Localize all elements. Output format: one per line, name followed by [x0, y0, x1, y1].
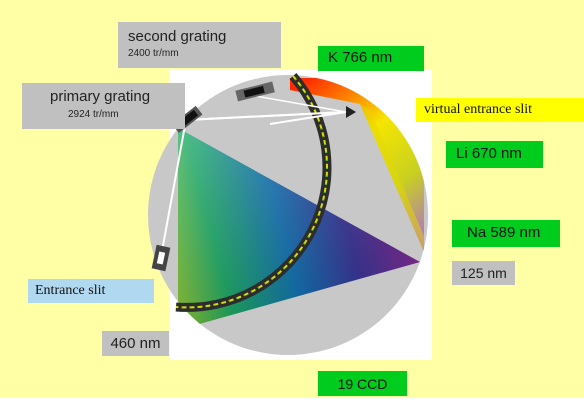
na-line-label: Na 589 nm: [452, 220, 560, 247]
li-line-label: Li 670 nm: [446, 141, 543, 168]
ray-primary-to-slit: [185, 111, 347, 121]
ray-second-grating: [243, 93, 347, 113]
primary-grating-title: primary grating: [50, 88, 151, 105]
second-spectrum-fan: [290, 78, 424, 252]
ccd-dashes: [175, 75, 328, 309]
second-grating-title: second grating: [128, 28, 227, 45]
second-grating-lines: 2400 tr/mm: [128, 48, 179, 59]
entrance-slit-label: Entrance slit: [28, 279, 154, 303]
nm460-label: 460 nm: [102, 331, 169, 356]
primary-grating-label: primary grating 2924 tr/mm: [22, 83, 185, 129]
primary-grating-lines: 2924 tr/mm: [68, 109, 119, 120]
virtual-slit-marker: [346, 106, 356, 118]
fan-edge: [360, 104, 424, 252]
second-grating: [235, 81, 275, 102]
k-line-label: K 766 nm: [318, 46, 424, 71]
ccd-label: 19 CCD: [318, 371, 407, 396]
nm125-label: 125 nm: [452, 261, 515, 285]
fan-shading: [178, 128, 420, 330]
second-grating-label: second grating 2400 tr/mm: [118, 22, 281, 68]
virtual-slit-label: virtual entrance slit: [416, 98, 584, 122]
entrance-slit: [151, 244, 171, 272]
